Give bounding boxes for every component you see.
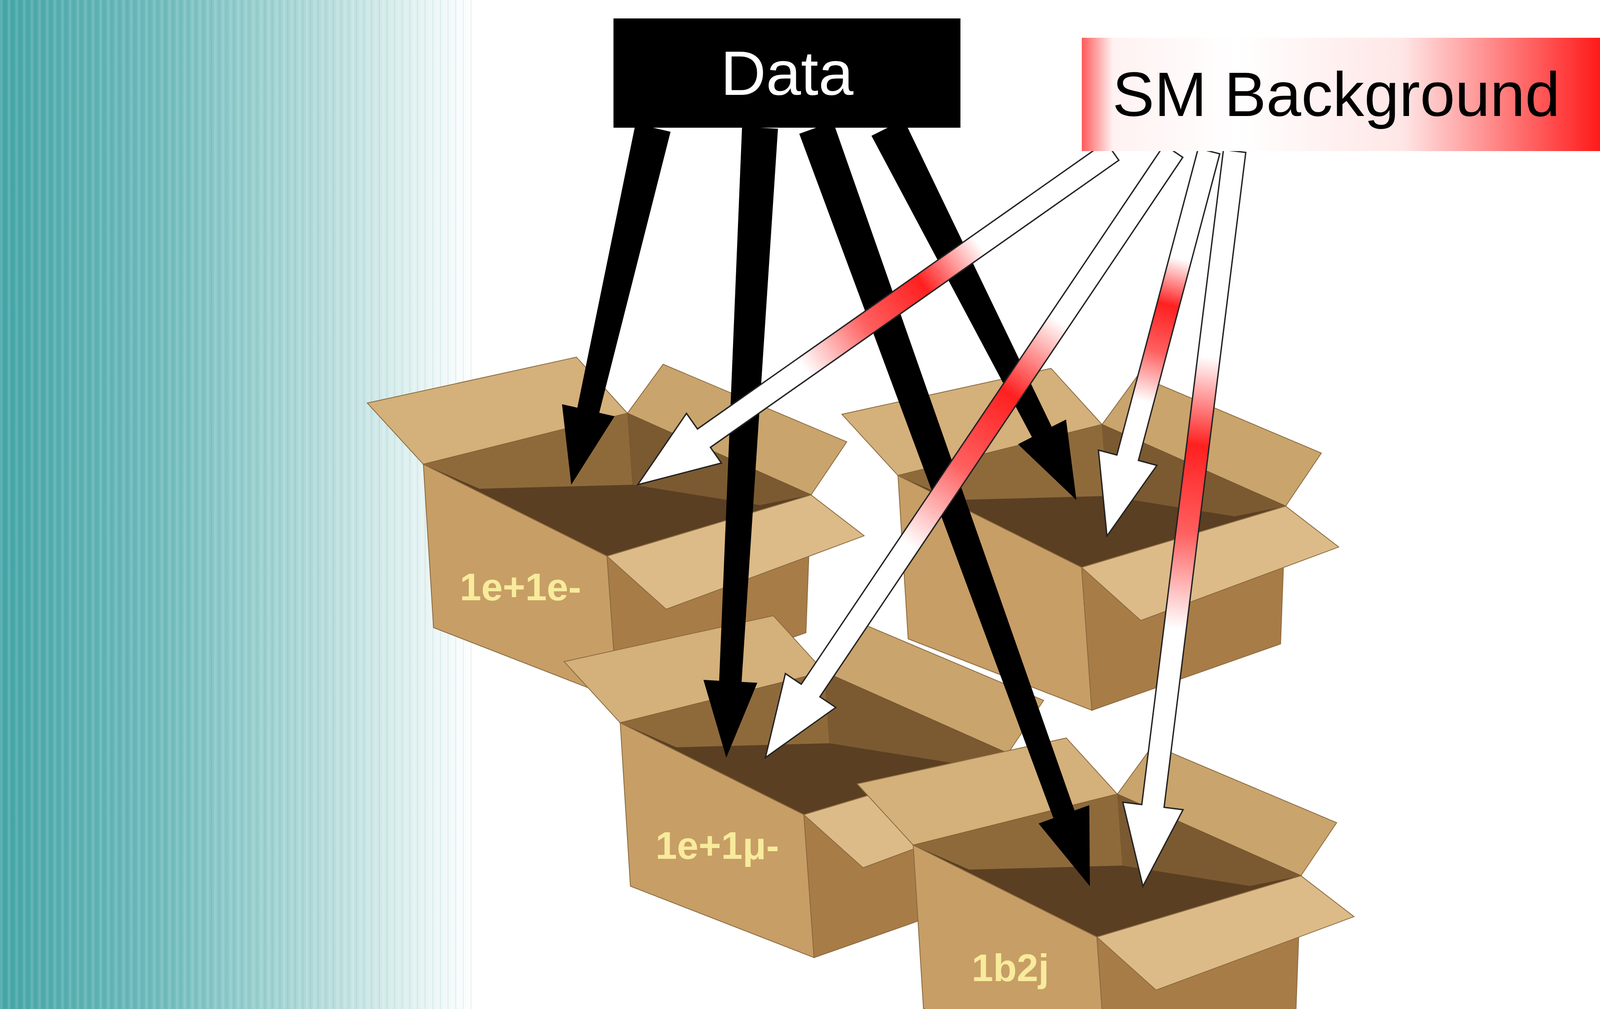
cardboard-box: [857, 737, 1354, 1009]
background-arrow: [637, 142, 1119, 485]
node-label: 1e+1μ-: [655, 823, 780, 867]
node-label: Data: [720, 38, 854, 108]
background-arrow: [765, 144, 1183, 758]
background-box: SM Background: [1081, 37, 1600, 152]
box-label: 1e+1e-: [390, 484, 651, 608]
box-label: 1e+1μ-: [622, 757, 812, 867]
node-label: SM Background: [1112, 59, 1560, 129]
box-label: 1b2j: [857, 885, 1164, 989]
data-arrow: [561, 123, 671, 485]
node-label: 1e+1e-: [459, 565, 582, 609]
side-band: [0, 0, 475, 1009]
data-box: Data: [613, 18, 961, 128]
background-arrow: [1122, 149, 1246, 886]
side-band-stripes: [0, 0, 475, 1009]
node-label: 1b2j: [971, 946, 1049, 989]
